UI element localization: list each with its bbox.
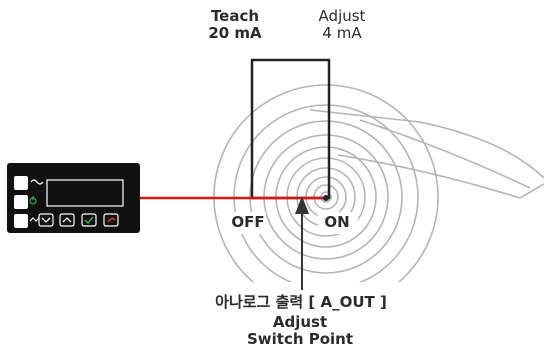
controller-device-icon	[7, 163, 140, 233]
up-arrow-icon	[295, 196, 309, 290]
device-key-1	[14, 176, 28, 190]
analog-output-label: 아나로그 출력 [ A_OUT ]	[215, 293, 387, 311]
on-label: ON	[324, 213, 350, 231]
device-key-2	[14, 195, 28, 209]
switch-point-dot	[323, 195, 329, 201]
off-label: OFF	[231, 213, 265, 231]
device-display	[46, 179, 124, 207]
down-key	[38, 213, 54, 227]
device-key-3	[14, 214, 28, 228]
adjust-label: Adjust 4 mA	[300, 7, 384, 43]
up-key	[59, 213, 75, 227]
teach-label-line2: 20 mA	[208, 24, 262, 43]
switch-point-label-line1: Adjust	[272, 313, 328, 331]
switch-point-label: Adjust Switch Point	[210, 313, 390, 349]
adjust-label-line2: 4 mA	[322, 24, 362, 43]
switch-point-label-line2: Switch Point	[246, 330, 354, 349]
cancel-key	[103, 213, 119, 227]
confirm-key	[81, 213, 97, 227]
adjust-label-line1: Adjust	[318, 7, 366, 25]
teach-label-line1: Teach	[210, 7, 260, 25]
teach-label: Teach 20 mA	[190, 7, 280, 43]
